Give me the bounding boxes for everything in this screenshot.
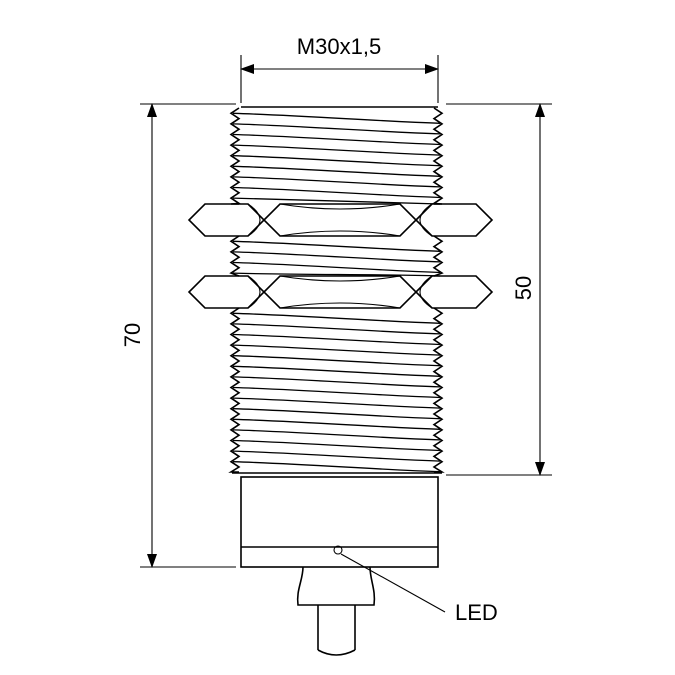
led-callout: LED [340, 553, 498, 625]
thread-dimension: M30x1,5 [240, 34, 439, 103]
sensor-head [240, 476, 439, 568]
led-indicator [333, 545, 343, 555]
nut-lower [187, 275, 494, 309]
thread-length-dimension: 50 [446, 103, 552, 476]
led-label: LED [455, 600, 498, 625]
total-length-dimension: 70 [120, 103, 236, 568]
threaded-body [228, 106, 445, 474]
total-length-label: 70 [120, 323, 145, 347]
cable [296, 566, 376, 656]
thread-length-label: 50 [511, 276, 536, 300]
nut-upper [187, 203, 494, 237]
thread-dimension-label: M30x1,5 [297, 34, 381, 59]
